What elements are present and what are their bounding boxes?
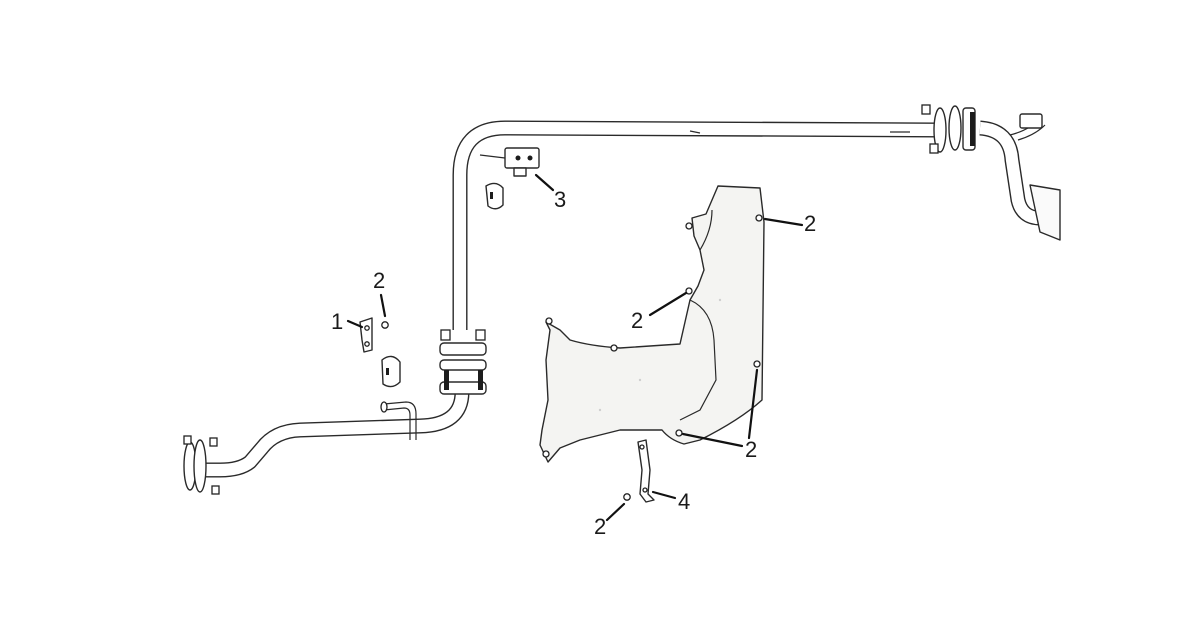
flange-joint-front [183,435,220,495]
callout-label-4: 4 [678,489,690,514]
callout-labels: 1 2 3 2 2 2 4 2 [331,187,816,539]
flange-joint-middle [439,329,487,395]
exhaust-pipe-rear-section [452,120,939,330]
callout-label-2: 2 [745,437,757,462]
exhaust-pipe-front-section [196,391,470,478]
callout-label-3: 3 [554,187,566,212]
callout-label-2: 2 [594,514,606,539]
callout-label-1: 1 [331,309,343,334]
callout-label-2: 2 [373,268,385,293]
rubber-hanger-upper [485,182,504,210]
nut-2-loose [381,321,631,501]
hanger-bracket-3 [479,147,540,177]
heat-shield [539,185,765,463]
catalytic-converter-section [979,113,1061,241]
callout-label-2: 2 [804,211,816,236]
callout-label-2: 2 [631,308,643,333]
rubber-hanger-lower [381,355,401,388]
bracket-1 [359,317,373,353]
flange-joint-rear [921,104,976,154]
callout-leaders [346,173,804,522]
bracket-4 [637,439,655,503]
